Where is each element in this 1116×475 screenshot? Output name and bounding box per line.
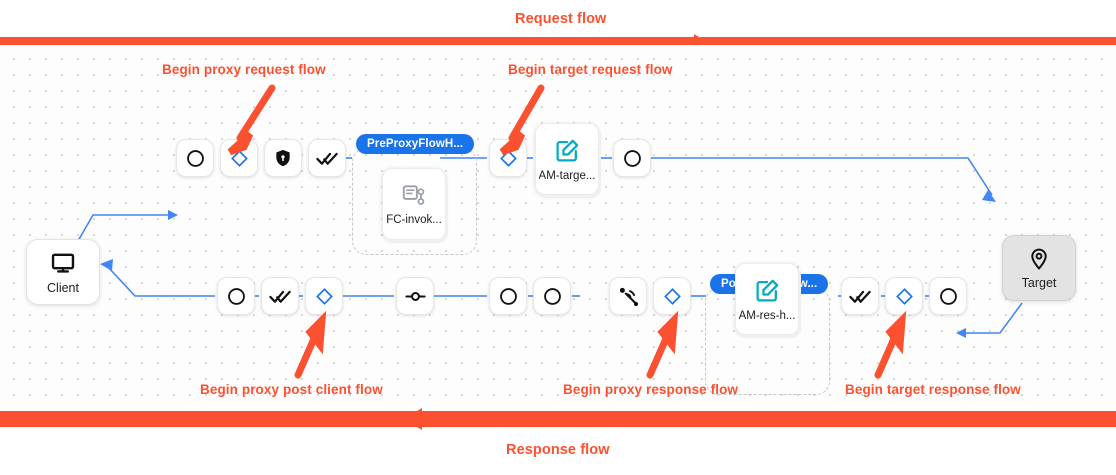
policy-label-am-res-h: AM-res-h... — [738, 309, 796, 322]
double-check-icon — [315, 152, 338, 165]
endpoint-client[interactable]: Client — [26, 239, 100, 305]
edit-square-icon — [555, 139, 578, 162]
response-flow-band — [0, 408, 1116, 430]
policy-card-am-target[interactable]: AM-targe... — [535, 123, 599, 195]
policy-card-fc-invoke[interactable]: FC-invok... — [382, 168, 446, 240]
broadcast-icon — [619, 287, 638, 306]
monitor-icon — [51, 253, 75, 273]
callout-proxy-post-client: Begin proxy post client flow — [200, 382, 383, 397]
double-check-icon — [848, 290, 871, 303]
node-res-target-flow[interactable] — [885, 277, 923, 315]
diamond-icon — [315, 287, 333, 305]
node-req-target-flow[interactable] — [489, 139, 527, 177]
map-pin-icon — [1031, 248, 1047, 270]
policy-label-am-target: AM-targe... — [538, 169, 596, 182]
node-res-target-start[interactable] — [929, 277, 967, 315]
request-flow-label: Request flow — [515, 11, 607, 27]
node-res-post-client[interactable] — [305, 277, 343, 315]
endpoint-client-label: Client — [47, 280, 79, 295]
node-res-signal[interactable] — [609, 277, 647, 315]
circle-icon — [543, 287, 561, 305]
node-req-end[interactable] — [613, 139, 651, 177]
node-res-marker[interactable] — [396, 277, 434, 315]
node-req-proxy-flow[interactable] — [220, 139, 258, 177]
diamond-icon — [663, 287, 681, 305]
circle-icon — [499, 287, 517, 305]
node-res-proxy-flow[interactable] — [653, 277, 691, 315]
response-flow-label: Response flow — [506, 442, 610, 458]
node-res-stage-b[interactable] — [533, 277, 571, 315]
circle-icon — [939, 287, 957, 305]
callout-target-request: Begin target request flow — [508, 62, 673, 77]
endpoint-target[interactable]: Target — [1002, 235, 1076, 301]
connector-lines — [77, 157, 1023, 338]
node-req-checks[interactable] — [308, 139, 346, 177]
diamond-icon — [895, 287, 913, 305]
callout-target-response: Begin target response flow — [845, 382, 1021, 397]
shield-lock-icon — [276, 149, 290, 167]
node-req-start[interactable] — [176, 139, 214, 177]
callout-proxy-response: Begin proxy response flow — [563, 382, 739, 397]
node-point-icon — [404, 291, 426, 301]
double-check-icon — [268, 290, 291, 303]
node-req-security[interactable] — [264, 139, 302, 177]
diamond-icon — [499, 149, 517, 167]
flow-canvas[interactable]: PreProxyFlowH... FC-invok... AM-targe... — [0, 45, 1116, 405]
flow-group-preproxy-badge[interactable]: PreProxyFlowH... — [356, 134, 475, 154]
node-res-target-checks[interactable] — [841, 277, 879, 315]
node-res-checks[interactable] — [261, 277, 299, 315]
flow-callout-icon — [402, 185, 425, 205]
diamond-icon — [230, 149, 248, 167]
circle-icon — [227, 287, 245, 305]
policy-card-am-res-h[interactable]: AM-res-h... — [735, 263, 799, 335]
circle-icon — [623, 149, 641, 167]
node-res-stage-a[interactable] — [489, 277, 527, 315]
callout-proxy-request: Begin proxy request flow — [162, 62, 326, 77]
endpoint-target-label: Target — [1021, 275, 1057, 290]
node-res-client-end[interactable] — [217, 277, 255, 315]
circle-icon — [186, 149, 204, 167]
policy-label-fc-invoke: FC-invok... — [386, 214, 442, 226]
edit-square-icon — [755, 279, 778, 302]
